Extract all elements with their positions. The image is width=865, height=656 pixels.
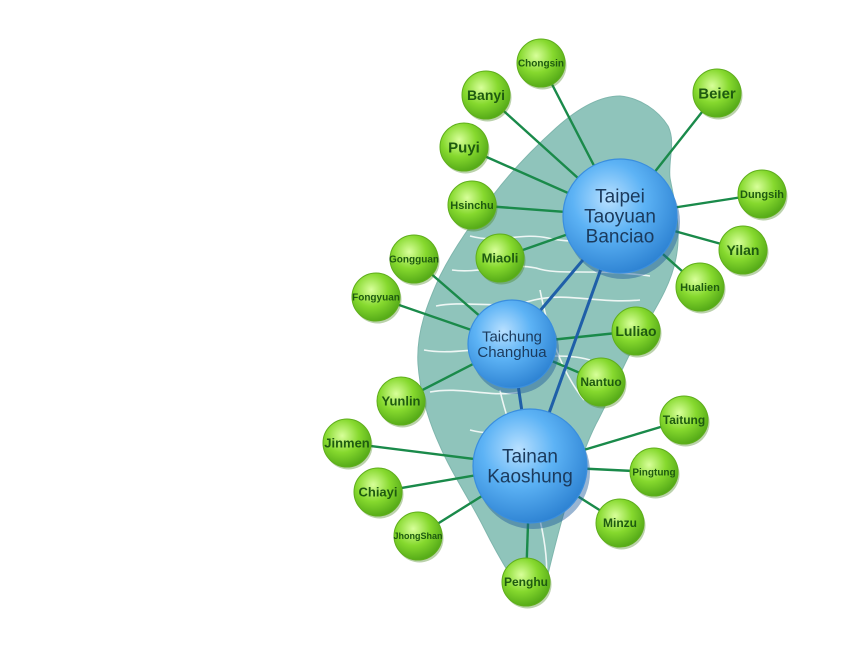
node-nantuo[interactable]: Nantuo: [576, 357, 627, 409]
node-circle: [737, 169, 787, 219]
node-circle: [692, 68, 742, 118]
node-miaoli[interactable]: Miaoli: [475, 233, 526, 285]
node-circle: [629, 447, 679, 497]
node-circle: [675, 262, 725, 312]
node-label: Hsinchu: [450, 200, 493, 212]
node-dungsih[interactable]: Dungsih: [737, 169, 788, 221]
node-label: Yunlin: [382, 394, 421, 409]
hub-label: Changhua: [477, 344, 547, 361]
node-hsinchu[interactable]: Hsinchu: [447, 180, 498, 232]
node-label: Luliao: [615, 323, 656, 339]
hub-circle: [562, 158, 678, 274]
node-label: Fongyuan: [352, 293, 400, 304]
node-label: Pingtung: [632, 468, 675, 479]
node-label: Beier: [698, 85, 736, 102]
node-circle: [718, 225, 768, 275]
node-yilan[interactable]: Yilan: [718, 225, 769, 277]
node-label: Yilan: [727, 242, 760, 258]
node-label: Minzu: [603, 516, 637, 530]
node-circle: [322, 418, 372, 468]
node-chongsin[interactable]: Chongsin: [516, 38, 567, 90]
node-circle: [393, 511, 443, 561]
node-circle: [439, 122, 489, 172]
node-circle: [351, 272, 401, 322]
node-jhongshan[interactable]: JhongShan: [393, 511, 444, 563]
hub-label: Tainan: [502, 447, 558, 468]
node-circle: [376, 376, 426, 426]
node-label: Gongguan: [389, 255, 439, 266]
node-circle: [501, 557, 551, 607]
node-chiayi[interactable]: Chiayi: [353, 467, 404, 519]
node-label: Miaoli: [482, 251, 519, 266]
node-gongguan[interactable]: Gongguan: [389, 234, 440, 286]
node-luliao[interactable]: Luliao: [611, 306, 662, 358]
node-pingtung[interactable]: Pingtung: [629, 447, 680, 499]
node-minzu[interactable]: Minzu: [595, 498, 646, 550]
node-taitung[interactable]: Taitung: [659, 395, 710, 447]
hub-label: Kaoshung: [487, 467, 573, 488]
node-label: Puyi: [448, 139, 480, 156]
hub-circle: [467, 299, 557, 389]
hub-label: Taoyuan: [584, 207, 656, 228]
hub-circle: [472, 408, 588, 524]
node-circle: [447, 180, 497, 230]
node-banyi[interactable]: Banyi: [461, 70, 512, 122]
node-label: Banyi: [467, 87, 505, 103]
node-hualien[interactable]: Hualien: [675, 262, 726, 314]
node-label: Chiayi: [358, 485, 397, 500]
node-label: Nantuo: [580, 375, 621, 389]
hub-label: Banciao: [586, 227, 655, 248]
node-circle: [516, 38, 566, 88]
node-label: JhongShan: [394, 531, 443, 541]
hub-label: Taichung: [482, 328, 542, 345]
node-fongyuan[interactable]: Fongyuan: [351, 272, 402, 324]
node-circle: [595, 498, 645, 548]
node-yunlin[interactable]: Yunlin: [376, 376, 427, 428]
node-circle: [461, 70, 511, 120]
node-jinmen[interactable]: Jinmen: [322, 418, 373, 470]
node-label: Hualien: [680, 282, 720, 294]
node-circle: [611, 306, 661, 356]
node-circle: [353, 467, 403, 517]
node-circle: [475, 233, 525, 283]
node-label: Taitung: [663, 413, 705, 427]
node-puyi[interactable]: Puyi: [439, 122, 490, 174]
node-penghu[interactable]: Penghu: [501, 557, 552, 609]
node-beier[interactable]: Beier: [692, 68, 743, 120]
node-circle: [576, 357, 626, 407]
node-label: Dungsih: [740, 189, 784, 201]
node-circle: [659, 395, 709, 445]
node-circle: [389, 234, 439, 284]
hub-label: Taipei: [595, 187, 645, 208]
node-label: Chongsin: [518, 59, 564, 70]
node-label: Jinmen: [324, 436, 370, 451]
node-label: Penghu: [504, 575, 548, 589]
